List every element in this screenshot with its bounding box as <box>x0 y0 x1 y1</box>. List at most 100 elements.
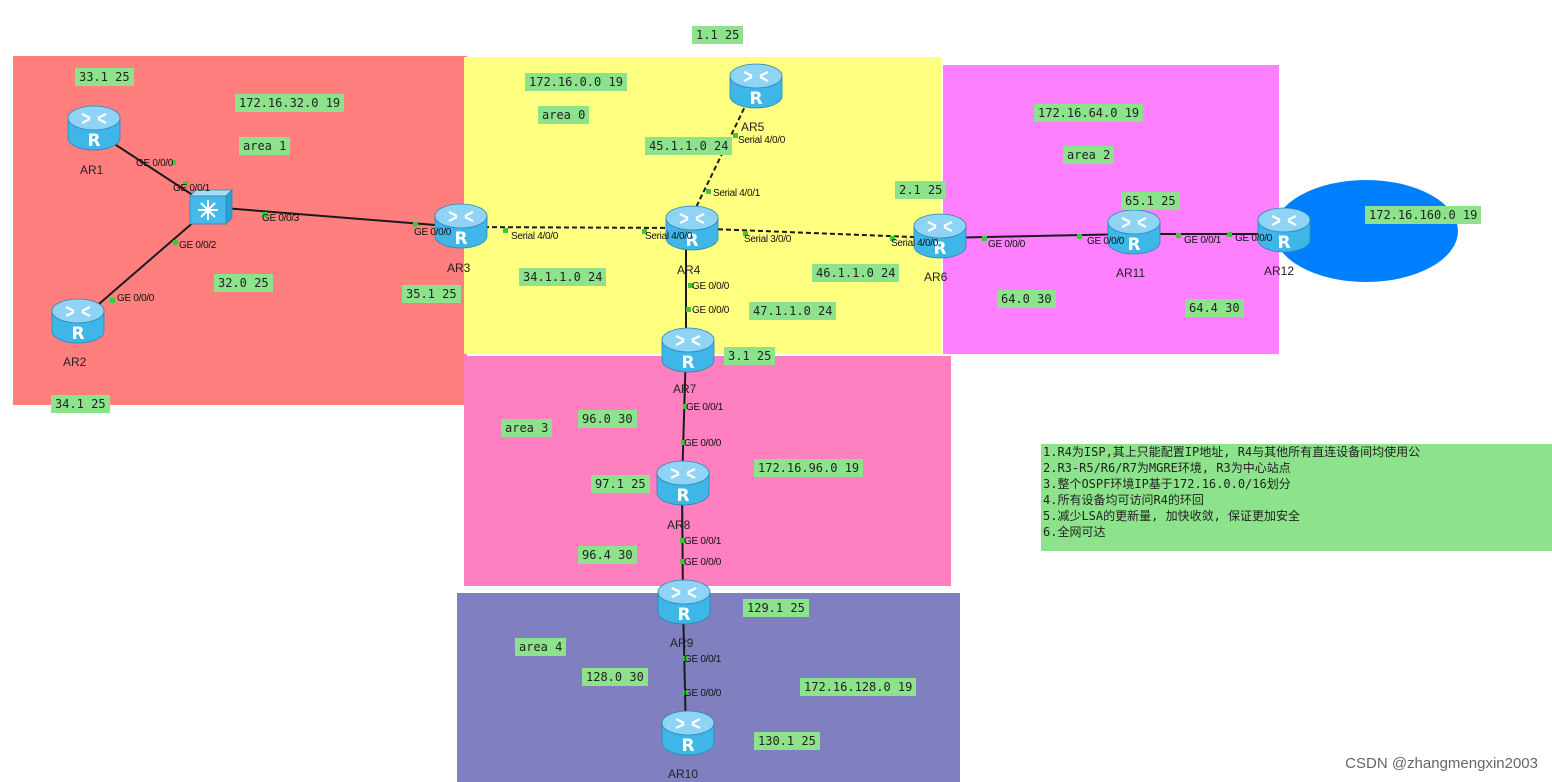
port-dot <box>1227 232 1232 237</box>
port-dot <box>1077 234 1082 239</box>
port-label: Serial 4/0/0 <box>891 238 938 249</box>
router-icon-ar6[interactable]: R <box>912 212 968 262</box>
device-name-ar1: AR1 <box>80 163 104 177</box>
port-dot <box>183 181 188 186</box>
link-lsw1-ar3 <box>210 206 461 228</box>
svg-text:R: R <box>677 605 690 625</box>
port-dot <box>642 229 647 234</box>
port-label: GE 0/0/0 <box>684 688 722 699</box>
device-name-ar3: AR3 <box>447 261 471 275</box>
requirement-line: 5.减少LSA的更新量, 加快收敛, 保证更加安全 <box>1043 509 1301 523</box>
address-label: 34.1.1.0 24 <box>519 268 607 286</box>
port-label: GE 0/0/0 <box>414 227 452 238</box>
svg-text:R: R <box>681 353 694 373</box>
port-dot <box>683 404 688 409</box>
address-label: 130.1 25 <box>754 732 820 750</box>
svg-text:R: R <box>685 231 698 251</box>
port-dot <box>680 559 685 564</box>
port-label: GE 0/0/0 <box>692 281 730 292</box>
device-name-ar10: AR10 <box>668 767 699 781</box>
router-icon-ar12[interactable]: R <box>1256 206 1312 256</box>
router-icon-ar9[interactable]: R <box>656 578 712 628</box>
address-label: 64.0 30 <box>997 290 1056 308</box>
address-label: 128.0 30 <box>582 668 648 686</box>
port-label: GE 0/0/0 <box>692 305 730 316</box>
port-label: GE 0/0/1 <box>173 183 211 194</box>
port-dot <box>110 298 115 303</box>
area-1-network: 172.16.32.0 19 <box>235 94 345 112</box>
area-4-label: area 4 <box>515 638 567 656</box>
cloud-network-label: 172.16.160.0 19 <box>1365 206 1482 224</box>
router-icon-ar2[interactable]: R <box>50 297 106 347</box>
port-dot <box>706 189 711 194</box>
switch-icon[interactable] <box>186 186 236 228</box>
requirement-line: 4.所有设备均可访问R4的环回 <box>1043 493 1204 507</box>
port-label: GE 0/0/0 <box>684 438 722 449</box>
router-icon-ar10[interactable]: R <box>660 709 716 759</box>
port-label: Serial 4/0/0 <box>738 135 785 146</box>
port-dot <box>890 236 895 241</box>
router-icon-ar11[interactable]: R <box>1106 208 1162 258</box>
port-dot <box>503 228 508 233</box>
port-dot <box>982 236 987 241</box>
address-label: 2.1 25 <box>895 181 947 199</box>
device-name-ar9: AR9 <box>670 636 694 650</box>
link-ar6-ar11 <box>937 233 1133 239</box>
requirement-line: 1.R4为ISP,其上只能配置IP地址, R4与其他所有直连设备间均使用公 <box>1043 445 1421 459</box>
device-name-ar5: AR5 <box>741 120 765 134</box>
port-dot <box>686 307 691 312</box>
router-icon-ar5[interactable]: R <box>728 62 784 112</box>
watermark: CSDN @zhangmengxin2003 <box>1345 755 1538 772</box>
port-label: GE 0/0/0 <box>1235 233 1273 244</box>
port-label: GE 0/0/0 <box>136 158 174 169</box>
area-3-label: area 3 <box>501 419 553 437</box>
serial-ar4-ar5 <box>685 87 755 229</box>
router-icon-ar3[interactable]: R <box>433 202 489 252</box>
address-label: 129.1 25 <box>743 599 809 617</box>
port-label: Serial 4/0/0 <box>645 231 692 242</box>
port-label: GE 0/0/1 <box>1184 235 1222 246</box>
port-label: GE 0/0/2 <box>179 240 217 251</box>
svg-text:R: R <box>933 239 946 259</box>
serial-ar3-ar4 <box>459 226 687 229</box>
port-dot <box>681 440 686 445</box>
address-label: 46.1.1.0 24 <box>812 264 900 282</box>
port-dot <box>413 222 418 227</box>
port-dot <box>688 283 693 288</box>
port-label: GE 0/0/0 <box>1087 236 1125 247</box>
device-name-ar11: AR11 <box>1116 266 1146 280</box>
svg-text:R: R <box>87 131 100 151</box>
address-label: 32.0 25 <box>214 274 273 292</box>
port-label: Serial 3/0/0 <box>744 234 791 245</box>
port-dot <box>1176 233 1181 238</box>
svg-text:R: R <box>71 324 84 344</box>
port-label: GE 0/0/0 <box>684 557 722 568</box>
device-name-ar4: AR4 <box>677 263 701 277</box>
device-name-ar6: AR6 <box>924 270 948 284</box>
address-label: 3.1 25 <box>724 347 776 365</box>
device-name-ar2: AR2 <box>63 355 87 369</box>
address-label: 96.4 30 <box>578 546 637 564</box>
port-dot <box>171 160 176 165</box>
serial-ar4-ar6 <box>685 227 939 239</box>
port-dot <box>743 231 748 236</box>
svg-text:R: R <box>1277 233 1290 253</box>
address-label: 33.1 25 <box>75 68 134 86</box>
router-icon-ar7[interactable]: R <box>660 326 716 376</box>
port-label: GE 0/0/1 <box>686 402 724 413</box>
area-4-network: 172.16.128.0 19 <box>800 678 917 696</box>
router-icon-ar8[interactable]: R <box>655 459 711 509</box>
router-icon-ar4[interactable]: R <box>664 204 720 254</box>
network-cloud <box>1274 180 1458 282</box>
address-label: 97.1 25 <box>591 475 650 493</box>
port-label: Serial 4/0/0 <box>511 231 558 242</box>
port-dot <box>262 212 267 217</box>
address-label: 1.1 25 <box>692 26 744 44</box>
router-icon-ar1[interactable]: R <box>66 104 122 154</box>
area-2-network: 172.16.64.0 19 <box>1034 104 1144 122</box>
svg-text:R: R <box>681 736 694 756</box>
port-dot <box>680 538 685 543</box>
requirement-line: 3.整个OSPF环境IP基于172.16.0.0/16划分 <box>1043 477 1291 491</box>
address-label: 34.1 25 <box>51 395 110 413</box>
